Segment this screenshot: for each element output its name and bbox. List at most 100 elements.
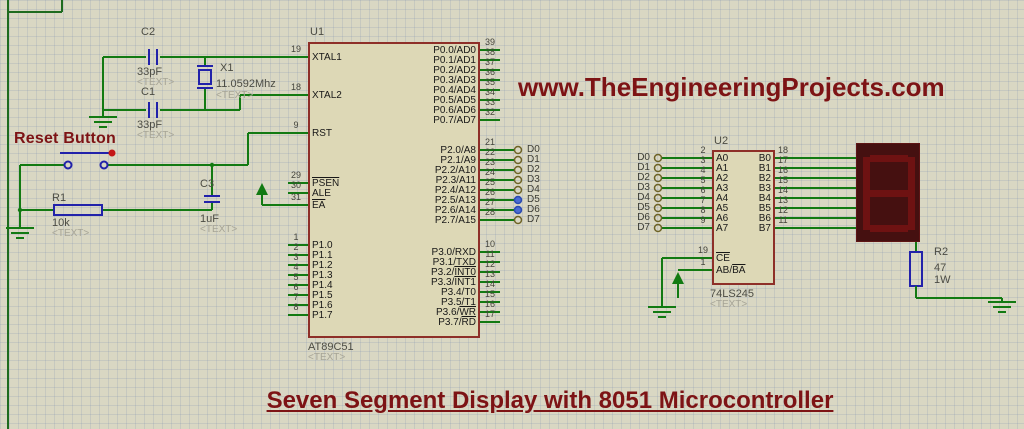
pin-label: B3 bbox=[758, 183, 771, 194]
u2-enable-wiring[interactable] bbox=[648, 257, 694, 318]
pin-label: P0.2/AD2 bbox=[433, 65, 476, 76]
pin-number: 5 bbox=[700, 175, 706, 185]
net-terminal[interactable] bbox=[653, 203, 663, 213]
x1-value: 11.0592Mhz bbox=[216, 78, 276, 90]
ground-symbol[interactable] bbox=[89, 110, 117, 128]
net-label: D5 bbox=[527, 194, 540, 205]
pin-label: A0 bbox=[716, 153, 729, 164]
pin-label: P2.2/A10 bbox=[434, 165, 476, 176]
c2-capacitor[interactable] bbox=[148, 49, 158, 65]
pin-number: 7 bbox=[293, 292, 299, 302]
c2-ref: C2 bbox=[141, 26, 156, 38]
pin-label: P3.6/WR bbox=[435, 307, 476, 318]
net-terminal[interactable] bbox=[653, 213, 663, 223]
c1-ref: C1 bbox=[141, 86, 156, 98]
net-terminal[interactable] bbox=[513, 165, 523, 175]
net-terminal[interactable] bbox=[653, 173, 663, 183]
pin-label: B4 bbox=[758, 193, 771, 204]
pin-label: P1.4 bbox=[312, 280, 333, 291]
pin-number: 31 bbox=[290, 192, 301, 202]
c1-capacitor[interactable] bbox=[148, 102, 158, 118]
r2-power-rating: 1W bbox=[934, 274, 951, 286]
ground-symbol[interactable] bbox=[988, 298, 1016, 313]
pin-number: 34 bbox=[484, 87, 495, 97]
pin-label: P0.6/AD6 bbox=[433, 105, 476, 116]
ground-symbol[interactable] bbox=[6, 227, 34, 239]
pin-label: P2.3/A11 bbox=[435, 175, 476, 186]
net-terminal[interactable] bbox=[653, 193, 663, 203]
pin-number: 18 bbox=[777, 145, 788, 155]
pin-number: 10 bbox=[484, 239, 495, 249]
pin-label: P0.5/AD5 bbox=[433, 95, 476, 106]
pin-number: 23 bbox=[484, 157, 495, 167]
pin-number: 8 bbox=[700, 205, 706, 215]
net-terminal[interactable] bbox=[513, 215, 523, 225]
net-terminal[interactable] bbox=[513, 205, 523, 215]
pin-number: 38 bbox=[484, 47, 495, 57]
r1-text-placeholder: <TEXT> bbox=[52, 228, 90, 239]
pin-label: XTAL2 bbox=[312, 90, 342, 101]
pin-label: P2.1/A9 bbox=[440, 155, 476, 166]
pin-number: 15 bbox=[484, 289, 495, 299]
pin-label: B5 bbox=[758, 203, 771, 214]
vcc-power-terminal[interactable] bbox=[672, 269, 694, 298]
pin-label: P1.0 bbox=[312, 240, 333, 251]
seven-segment-display[interactable] bbox=[856, 143, 920, 242]
c2-value: 33pF bbox=[137, 66, 163, 78]
net-label: D0 bbox=[527, 144, 540, 155]
net-terminal[interactable] bbox=[513, 155, 523, 165]
pin-label: P3.1/TXD bbox=[432, 257, 476, 268]
c3-ref: C3 bbox=[200, 178, 215, 190]
sheet-border bbox=[7, 0, 63, 429]
pin-number: 39 bbox=[484, 37, 495, 47]
pin-number: 1 bbox=[700, 257, 706, 267]
c3-capacitor[interactable] bbox=[204, 195, 220, 203]
segment-c bbox=[908, 192, 915, 230]
u2-text-placeholder: <TEXT> bbox=[710, 299, 748, 310]
r2-resistor[interactable] bbox=[909, 242, 1002, 299]
net-label: D6 bbox=[527, 204, 540, 215]
pin-number: 13 bbox=[484, 269, 495, 279]
pin-number: 11 bbox=[778, 215, 788, 225]
net-terminal[interactable] bbox=[513, 195, 523, 205]
net-terminal[interactable] bbox=[653, 223, 663, 233]
u2-buffer-ic-body[interactable] bbox=[712, 150, 775, 285]
pin-label: P1.2 bbox=[312, 260, 333, 271]
reset-push-button[interactable] bbox=[60, 149, 116, 170]
net-terminal[interactable] bbox=[513, 185, 523, 195]
c3-value: 1uF bbox=[200, 213, 219, 225]
x1-crystal[interactable] bbox=[197, 65, 213, 89]
pin-label: A7 bbox=[716, 223, 729, 234]
x1-ref: X1 bbox=[220, 62, 234, 74]
net-label: D6 bbox=[637, 212, 650, 223]
pin-number: 14 bbox=[777, 185, 788, 195]
pin-label: P3.7/RD bbox=[438, 317, 476, 328]
segment-a bbox=[870, 155, 908, 162]
pin-number: 1 bbox=[293, 232, 299, 242]
net-terminal[interactable] bbox=[653, 183, 663, 193]
net-terminal[interactable] bbox=[513, 175, 523, 185]
c3-text-placeholder: <TEXT> bbox=[200, 224, 238, 235]
pin-number: 17 bbox=[484, 309, 495, 319]
net-terminal[interactable] bbox=[653, 163, 663, 173]
watermark-text: www.TheEngineeringProjects.com bbox=[518, 72, 945, 102]
u1-microcontroller-body[interactable] bbox=[308, 42, 480, 338]
pin-label: CE bbox=[716, 253, 730, 264]
reset-wiring[interactable] bbox=[17, 132, 308, 228]
pin-label: P0.3/AD3 bbox=[433, 75, 476, 86]
pin-label: P3.0/RXD bbox=[431, 247, 476, 258]
pin-label: AB/BA bbox=[716, 265, 746, 276]
pin-number: 9 bbox=[293, 120, 299, 130]
c1-value: 33pF bbox=[137, 119, 163, 131]
r1-resistor[interactable] bbox=[53, 204, 103, 216]
net-terminal[interactable] bbox=[513, 145, 523, 155]
pin-number: 4 bbox=[700, 165, 706, 175]
pin-number: 16 bbox=[484, 299, 495, 309]
pin-label: A3 bbox=[716, 183, 729, 194]
net-terminal[interactable] bbox=[653, 153, 663, 163]
pin-label: P1.6 bbox=[312, 300, 333, 311]
pin-label: P0.1/AD1 bbox=[433, 55, 476, 66]
pin-label: P0.0/AD0 bbox=[433, 45, 476, 56]
